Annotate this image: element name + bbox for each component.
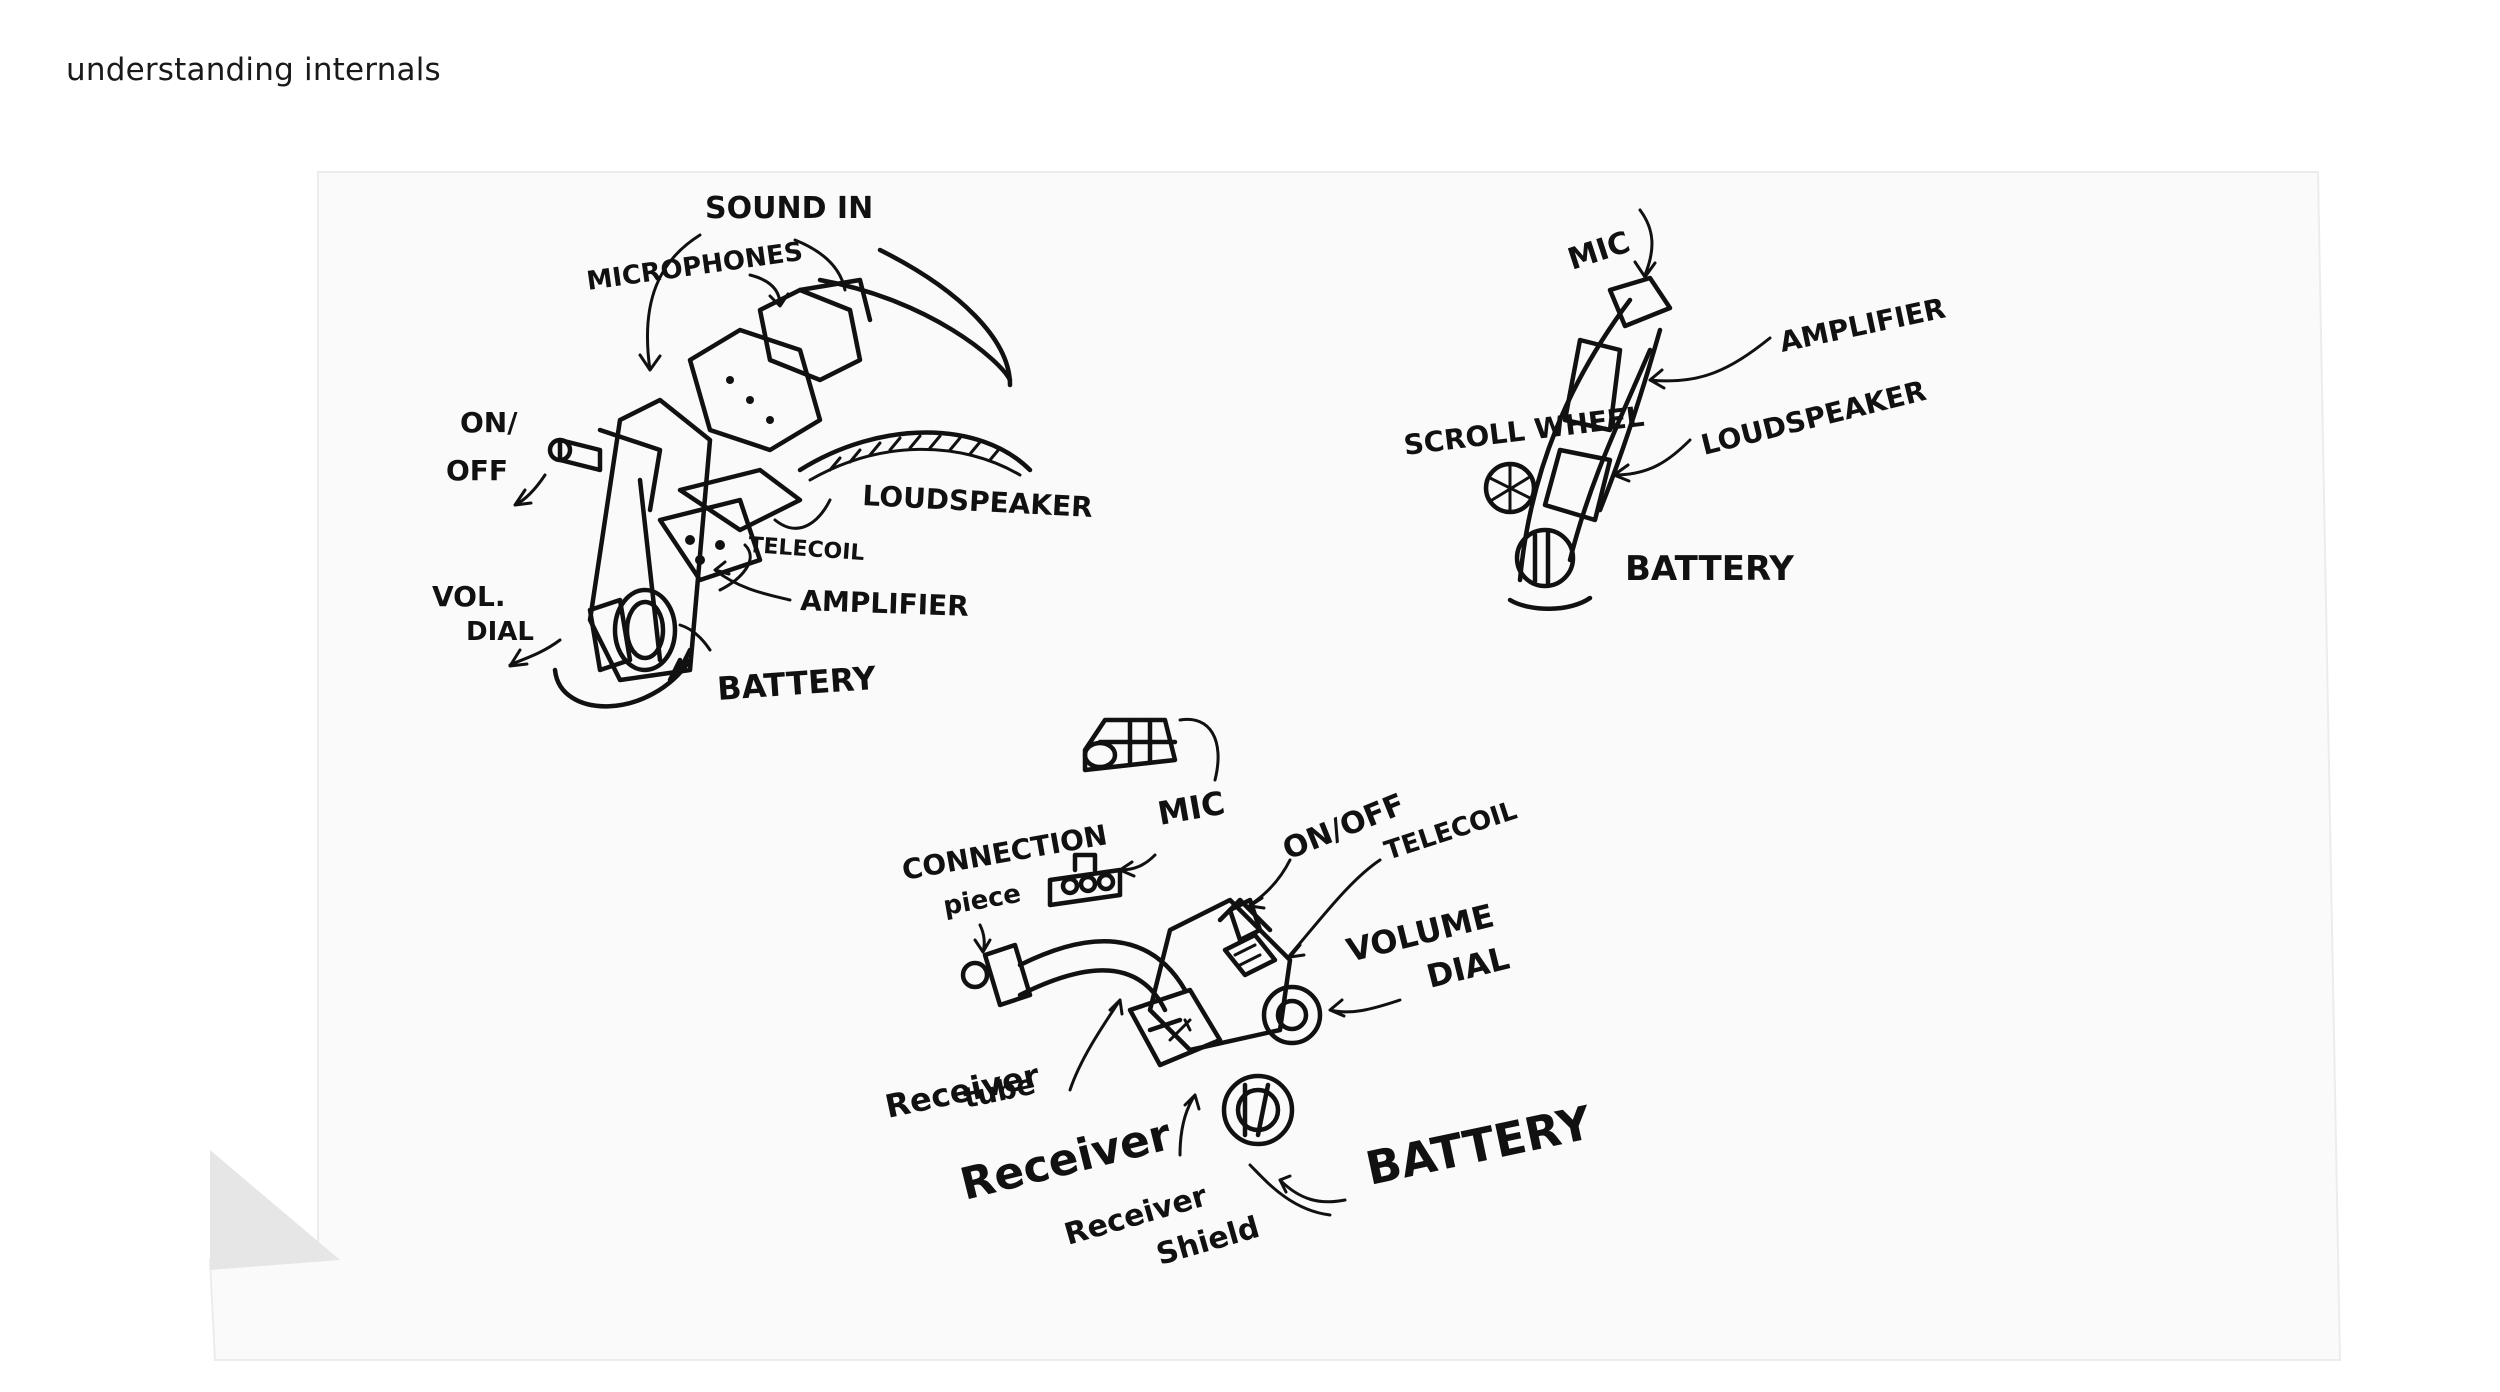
- page-title: understanding internals: [66, 52, 441, 88]
- bte-label-vol-dial-bottom: DIAL: [466, 617, 534, 647]
- bte-label-on-off-top: ON/: [460, 406, 518, 439]
- slim-device-drawing: [1483, 208, 1772, 611]
- paper-sheet: [208, 171, 2342, 1361]
- slim-label-battery: BATTERY: [1625, 549, 1794, 589]
- ric-device-drawing: [960, 717, 1402, 1217]
- bte-label-on-off-bottom: OFF: [446, 454, 508, 487]
- bte-label-sound-in: SOUND IN: [705, 191, 873, 226]
- bte-label-amplifier: AMPLIFIER: [800, 584, 970, 623]
- paper-fold-shadow: [210, 1150, 340, 1270]
- bte-label-vol-dial-top: VOL.: [432, 580, 505, 613]
- bte-device-drawing: [508, 233, 1033, 709]
